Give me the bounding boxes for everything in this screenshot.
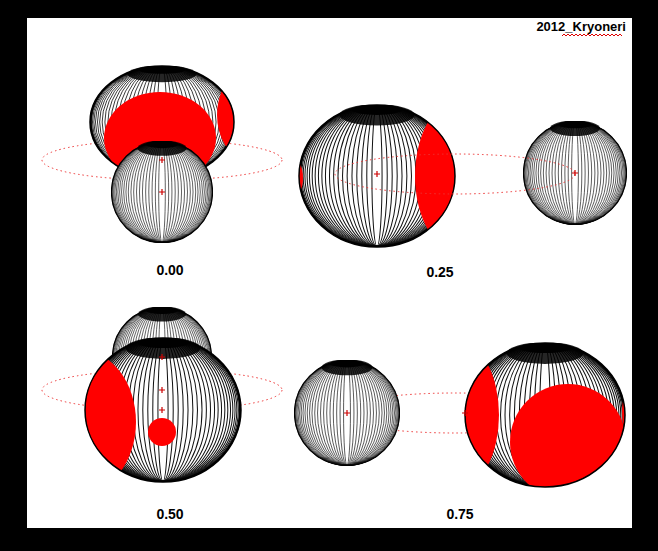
phase-label: 0.25 [426,264,453,280]
figure-title-label: 2012_Kryoneri [536,19,626,34]
phase-0-75-model [294,342,638,500]
center-mark [159,354,165,413]
secondary-star [111,140,212,242]
center-mark [374,170,578,177]
phase-0-25-model [281,98,627,254]
phase-label: 0.75 [446,506,473,522]
phase-0-00-model [42,65,282,242]
center-mark [344,410,468,416]
orbit-path [335,154,575,194]
star-spot [24,350,176,494]
star-spot [281,98,509,254]
star-spot [421,343,638,500]
phase-0-50-model [24,307,282,495]
spellcheck-squiggle [562,34,622,36]
center-mark [159,157,165,195]
phase-label: 0.00 [156,262,183,278]
phase-label: 0.50 [156,506,183,522]
